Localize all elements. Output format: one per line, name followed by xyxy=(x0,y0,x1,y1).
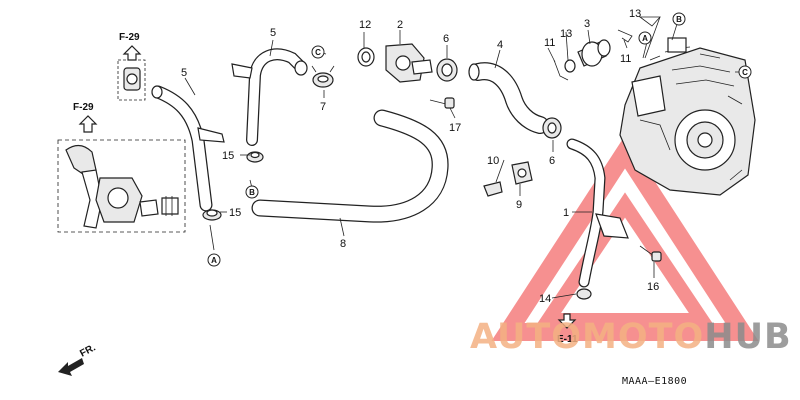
callout-10: 10 xyxy=(487,155,499,167)
water-outlet-2 xyxy=(385,43,433,83)
callout-7: 7 xyxy=(320,101,326,113)
callout-15-lower: 15 xyxy=(229,207,241,219)
hose-5-left xyxy=(151,85,225,212)
marker-b-left: B xyxy=(249,188,255,197)
leader-lines xyxy=(184,16,745,299)
clip-10 xyxy=(483,181,503,197)
watermark-part2: HUB xyxy=(704,317,791,357)
callout-11-left: 11 xyxy=(544,37,555,49)
callout-13-left: 13 xyxy=(560,28,572,40)
callout-16: 16 xyxy=(647,281,659,293)
callout-3: 3 xyxy=(584,18,590,30)
marker-c-right: C xyxy=(742,68,748,77)
callout-2: 2 xyxy=(397,19,403,31)
callout-15-upper: 15 xyxy=(222,150,234,162)
ref-arrow-e11 xyxy=(557,313,577,329)
callout-6-upper: 6 xyxy=(443,33,449,45)
circle-markers: A A B B C C xyxy=(207,12,752,267)
front-arrow-icon xyxy=(58,358,84,376)
marker-b-right: B xyxy=(676,15,682,24)
hose-4 xyxy=(468,62,549,134)
ref-f29-left: F-29 xyxy=(73,102,94,113)
callout-5-left: 5 xyxy=(181,67,187,79)
parts-3-11-13 xyxy=(553,29,633,81)
callout-13-right: 13 xyxy=(629,8,641,20)
callouts: 5 5 15 15 12 2 6 7 4 17 6 10 9 8 3 13 11… xyxy=(181,8,659,305)
pipe-1 xyxy=(566,138,629,300)
callout-8: 8 xyxy=(340,238,346,250)
callout-9: 9 xyxy=(516,199,522,211)
callout-5-center: 5 xyxy=(270,27,276,39)
ref-f29-top: F-29 xyxy=(119,32,140,43)
clamp-7 xyxy=(311,65,335,88)
engine-block xyxy=(619,37,756,196)
ref-arrow-f29-left xyxy=(78,115,98,133)
clamp-6-upper xyxy=(436,58,458,82)
hose-clamp-top-left xyxy=(117,59,146,101)
ref-front: FR. xyxy=(78,342,98,359)
hose-8 xyxy=(251,109,449,223)
marker-a-left: A xyxy=(211,256,217,265)
hose-5-center xyxy=(231,48,308,146)
clip-9 xyxy=(511,161,533,185)
clip-15-lower xyxy=(202,209,222,221)
callout-4: 4 xyxy=(497,39,503,51)
callout-11-right: 11 xyxy=(620,53,631,65)
clamp-6-lower xyxy=(542,117,562,139)
bolt-17 xyxy=(429,97,455,109)
ref-arrow-f29-top xyxy=(122,45,142,61)
marker-a-right: A xyxy=(642,34,648,43)
watermark-text: AUTOMOTOHUB xyxy=(470,317,792,357)
watermark-automoto: AUTOMOTOHUB xyxy=(470,317,792,357)
callout-14: 14 xyxy=(539,293,551,305)
bolt-16 xyxy=(639,245,662,262)
clip-15-upper xyxy=(246,151,264,163)
callout-1: 1 xyxy=(563,207,569,219)
marker-c-center: C xyxy=(315,48,321,57)
thermostat-housing-group xyxy=(57,139,186,233)
gasket-12 xyxy=(357,47,375,67)
watermark-part1: AUTOMOTO xyxy=(470,317,704,357)
callout-17: 17 xyxy=(449,122,461,134)
callout-12: 12 xyxy=(359,19,371,31)
callout-6-lower: 6 xyxy=(549,155,555,167)
ref-e11: E-11 xyxy=(557,334,578,345)
diagram-code: MAAA—E1800 xyxy=(622,376,687,387)
